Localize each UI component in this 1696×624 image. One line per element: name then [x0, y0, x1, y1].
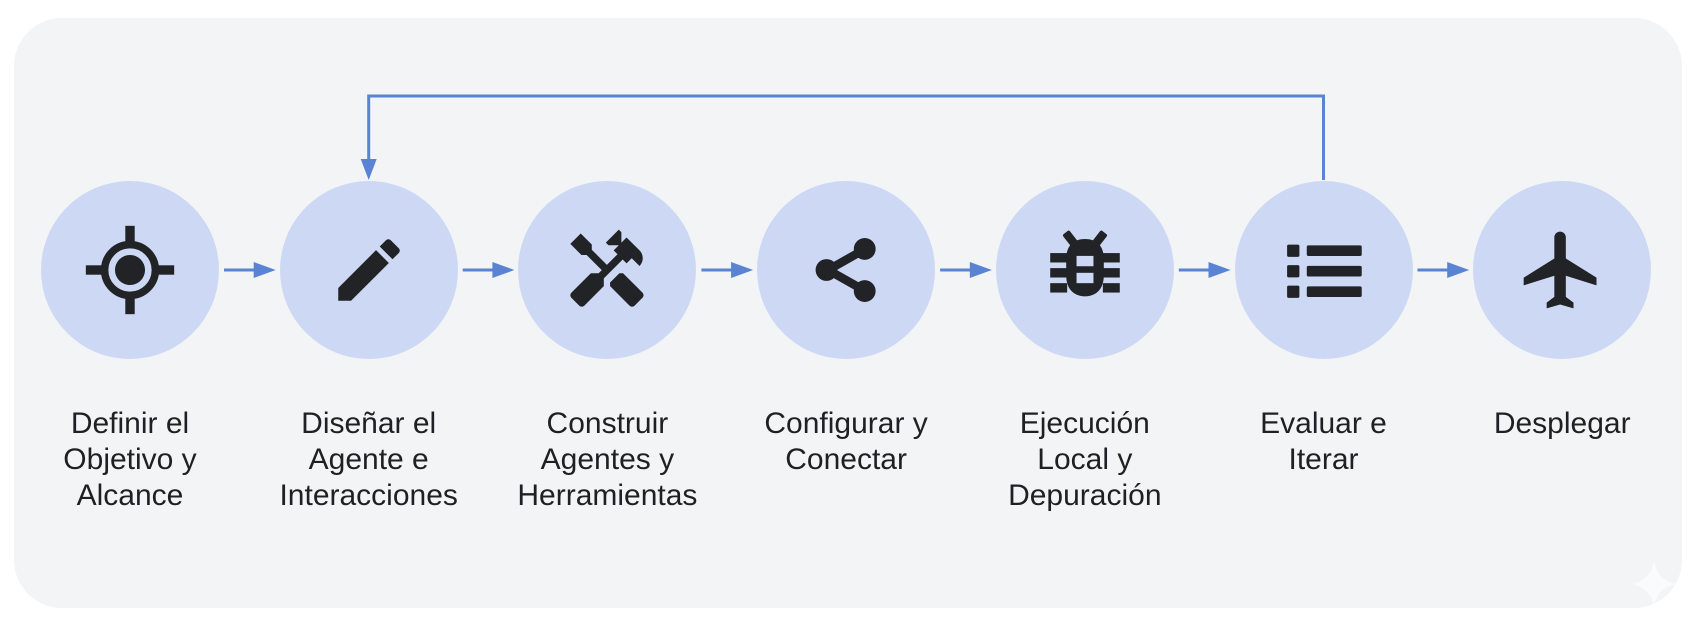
- step-label-desplegar: Desplegar: [1432, 406, 1692, 442]
- step-label-line: Definir el: [70, 407, 190, 440]
- step-label-line: Depuración: [1008, 479, 1162, 512]
- step-label-line: Desplegar: [1493, 407, 1631, 440]
- step-circle-disenar-agente-interacciones: [279, 181, 458, 359]
- step-label-line: Evaluar e: [1260, 407, 1387, 440]
- step-label-line: Agente e: [308, 443, 429, 476]
- step-circle-desplegar: [1473, 181, 1652, 359]
- step-circle-ejecucion-local-depuracion: [995, 181, 1174, 359]
- step-label-line: Diseñar el: [301, 407, 437, 440]
- list-icon: [1283, 229, 1365, 311]
- step-label-line: Conectar: [785, 443, 907, 476]
- step-circle-configurar-y-conectar: [757, 181, 936, 359]
- step-circle-definir-objetivo-y-alcance: [41, 181, 219, 359]
- step-circle-construir-agentes-herramientas: [518, 181, 697, 359]
- step-label-line: Interacciones: [279, 479, 458, 512]
- plane-icon: [1516, 224, 1608, 316]
- step-label-line: Iterar: [1288, 443, 1359, 476]
- step-label-line: Herramientas: [517, 479, 698, 512]
- pencil-icon: [328, 229, 410, 311]
- step-label-line: Local y: [1037, 443, 1133, 476]
- step-label-line: Configurar y: [764, 407, 928, 440]
- step-label-line: Ejecución: [1019, 407, 1150, 440]
- step-label-line: Objetivo y: [63, 443, 197, 476]
- step-circle-evaluar-e-iterar: [1234, 181, 1413, 359]
- step-desplegar: Desplegar: [1442, 0, 1682, 624]
- bug-icon: [1038, 223, 1132, 317]
- sparkle-icon: [1631, 561, 1677, 607]
- share-icon: [807, 231, 885, 309]
- target-icon: [83, 223, 177, 317]
- step-label-line: Alcance: [76, 479, 184, 512]
- step-label-line: Construir: [546, 407, 669, 440]
- step-label-line: Agentes y: [540, 443, 675, 476]
- tools-icon: [563, 226, 651, 314]
